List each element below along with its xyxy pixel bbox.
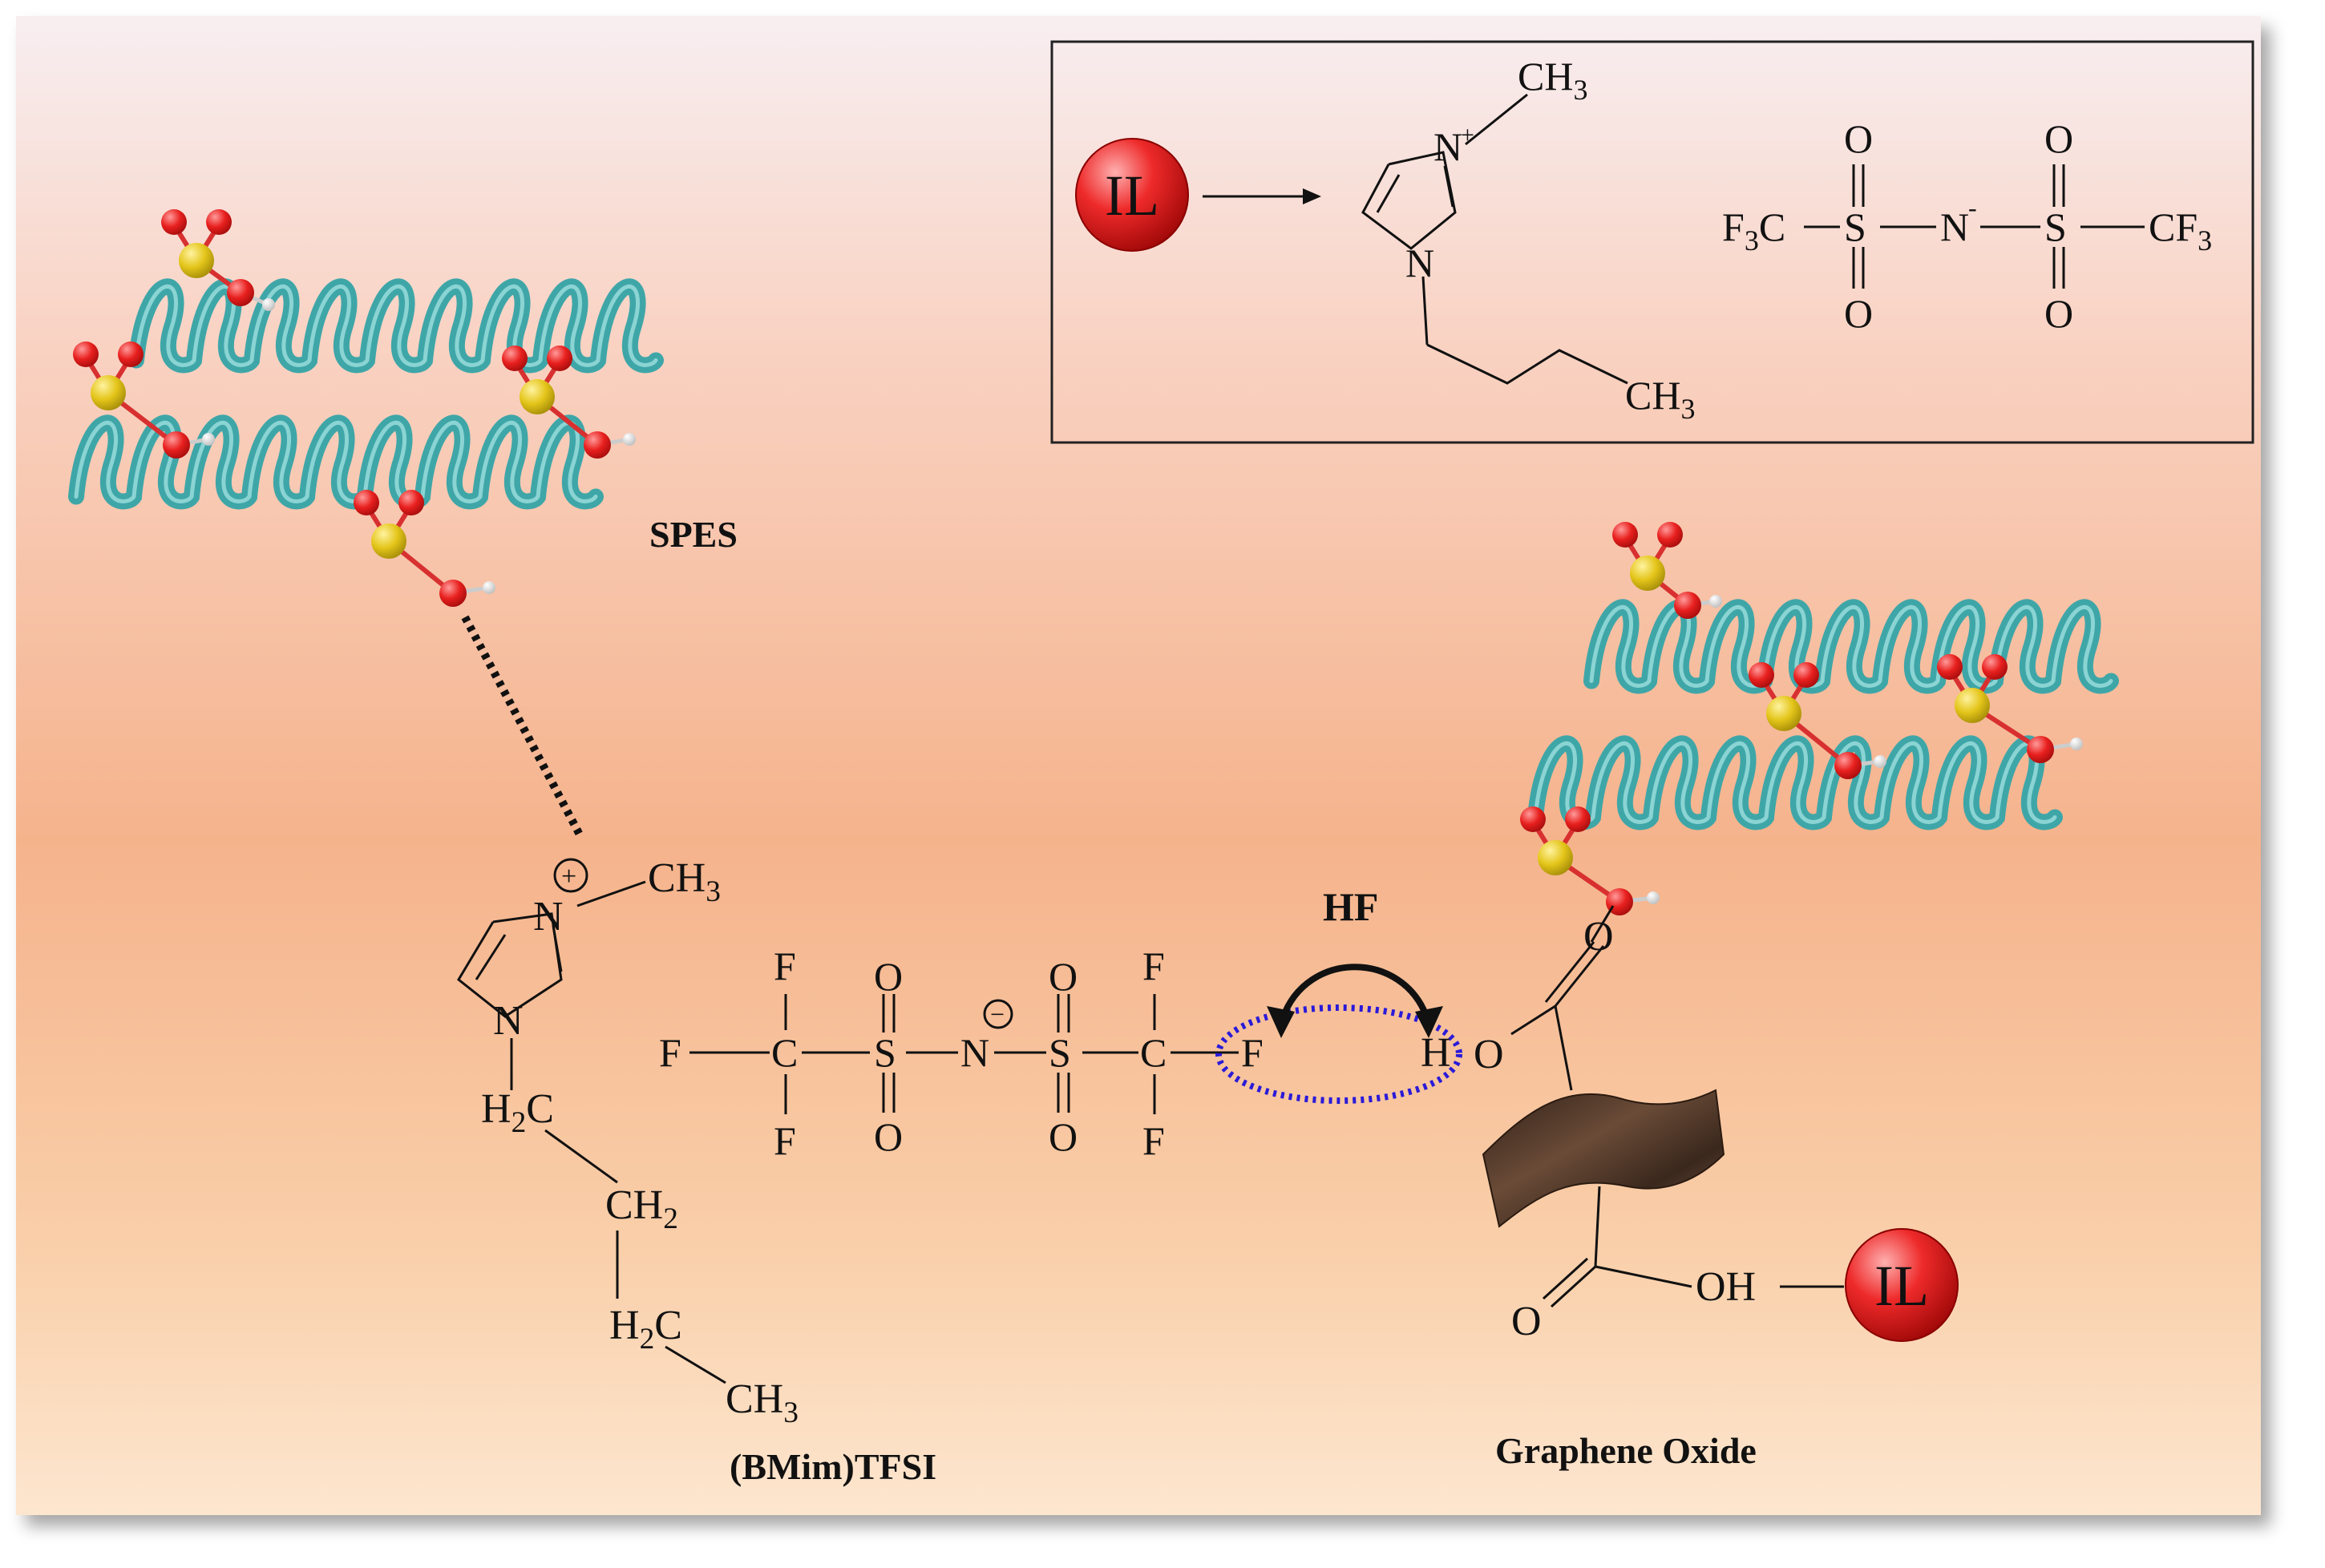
anion-c-left: C: [771, 1030, 798, 1075]
anion-o-3: O: [1049, 954, 1078, 999]
cation-ch2: CH2: [605, 1182, 678, 1235]
inset-anion-s-left: S: [1844, 204, 1866, 249]
spes-helix-top: [128, 278, 664, 374]
sulfonic-group-8: [1520, 806, 1660, 915]
anion-f-bond: F: [1241, 1030, 1264, 1075]
hydrogen-bond-ellipse: [1215, 1004, 1462, 1104]
sulfonic-group-3: [502, 346, 636, 459]
sulfonic-group-7: [1937, 654, 2083, 763]
inset-anion-f3c: F3C: [1722, 204, 1785, 257]
spes-helix-right-bottom: [1527, 735, 2063, 830]
spes-label: SPES: [649, 514, 738, 555]
il-badge-graphene: [1845, 1228, 1959, 1342]
inset-anion-o-2: O: [1844, 291, 1873, 336]
sulfonic-group-5: [1612, 522, 1722, 619]
hf-arrowhead-left: [1267, 1006, 1295, 1038]
cation-charge-circle: [553, 858, 588, 893]
inset-imidazolium-cation: N + N CH3 CH3: [1361, 54, 1695, 425]
inset-anion-n: N: [1940, 204, 1969, 249]
anion-n-charge: −: [990, 1000, 1005, 1028]
graphene-h: H: [1421, 1030, 1451, 1076]
graphene-oxide: H O O O OH IL: [1421, 914, 1959, 1344]
il-badge-inset: IL: [1075, 138, 1189, 252]
inset-anion-n-charge: -: [1968, 193, 1977, 222]
cation-charge: +: [561, 862, 576, 891]
anion-s-left: S: [874, 1030, 896, 1075]
inset-cation-methyl: CH3: [1518, 54, 1587, 106]
spes-polymer-helices-right: [1520, 522, 2119, 915]
graphene-oh: OH: [1696, 1264, 1756, 1310]
anion-f-right-bottom: F: [1142, 1118, 1165, 1163]
inset-anion-o-1: O: [1844, 116, 1873, 161]
graphene-oxide-label: Graphene Oxide: [1495, 1430, 1757, 1471]
anion-charge-circle: [983, 999, 1013, 1029]
anion-f-left-top: F: [774, 944, 796, 988]
anion-f-left: F: [659, 1030, 681, 1075]
hf-interaction: HF: [1215, 884, 1462, 1104]
inset-tfsi-anion: F3C S O O N - S O O CF3: [1722, 116, 2212, 336]
anion-n: N: [960, 1030, 989, 1075]
graphene-sheet: [1482, 1089, 1725, 1228]
anion-o-2: O: [874, 1114, 903, 1159]
anion-s-right: S: [1049, 1030, 1071, 1075]
anion-o-1: O: [874, 954, 903, 999]
sulfonic-group-2: [73, 341, 215, 459]
inset-structure-box: IL N + N CH3 CH3 F3C S: [1050, 40, 2254, 444]
graphene-o-hydroxyl: O: [1474, 1032, 1504, 1077]
hf-label: HF: [1323, 884, 1378, 929]
cation-h2c-2: H2C: [609, 1303, 682, 1356]
hf-arrowhead-right: [1415, 1006, 1443, 1038]
spes-polymer-helices: [68, 209, 664, 607]
inset-frame: [1050, 40, 2254, 444]
inset-cation-butyl-end: CH3: [1625, 373, 1695, 425]
inset-cation-charge: +: [1461, 122, 1474, 148]
sulfonic-group-1: [161, 209, 275, 311]
inset-cation-n-bottom: N: [1405, 240, 1434, 285]
bmim-cation: N + N CH3 H2C CH2 H2C CH3: [457, 855, 799, 1429]
cation-n-top: N: [533, 894, 564, 940]
spes-helix-right-top: [1583, 599, 2119, 694]
cation-n-bottom: N: [493, 998, 524, 1044]
graphene-o-carbonyl-top: O: [1583, 914, 1614, 960]
inset-anion-s-right: S: [2044, 204, 2067, 249]
sulfonic-group-6: [1749, 662, 1886, 779]
anion-f-left-bottom: F: [774, 1118, 796, 1163]
inset-anion-cf3: CF3: [2149, 204, 2212, 257]
spes-graphene-link: [1590, 905, 1615, 943]
il-badge-graphene-label: IL: [1874, 1254, 1929, 1318]
inset-cation-n-top: N: [1433, 124, 1462, 169]
cation-h2c-1: H2C: [481, 1086, 554, 1139]
tfsi-anion: F C F F S O O N − S O O C F F: [659, 944, 1264, 1163]
cation-ch3: CH3: [726, 1376, 799, 1429]
inset-arrow: [1203, 188, 1321, 204]
anion-f-right-top: F: [1142, 944, 1165, 988]
sulfonic-group-4: [354, 490, 495, 607]
cation-methyl: CH3: [648, 855, 721, 908]
bmim-tfsi-label: (BMim)TFSI: [730, 1446, 936, 1487]
anion-c-right: C: [1140, 1030, 1167, 1075]
hf-double-arrow: [1280, 964, 1430, 1020]
il-badge-inset-label: IL: [1105, 164, 1159, 228]
anion-o-4: O: [1049, 1114, 1078, 1159]
graphene-o-carbonyl-bottom: O: [1511, 1299, 1542, 1344]
inset-anion-o-3: O: [2044, 116, 2073, 161]
inset-anion-o-4: O: [2044, 291, 2073, 336]
